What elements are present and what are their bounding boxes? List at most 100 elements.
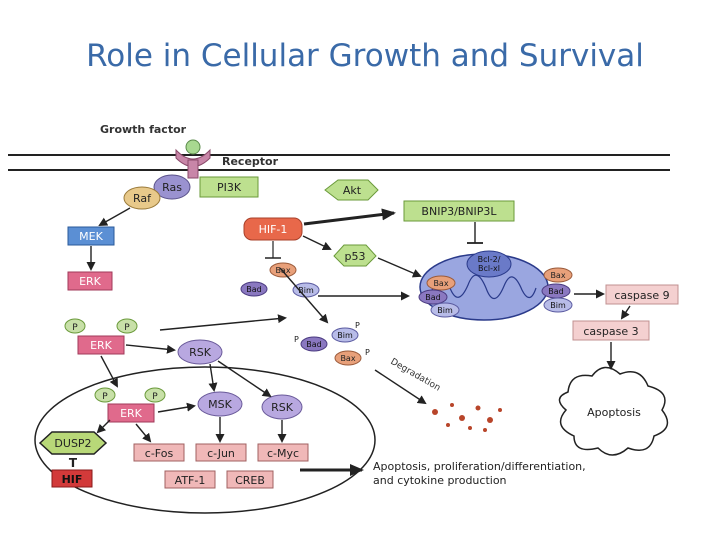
cjun-label: c-Jun (207, 447, 235, 460)
arrow-erk-cluster (159, 314, 287, 331)
rsk-label-1: RSK (189, 346, 212, 359)
arrow-erk-dusp2 (96, 419, 111, 434)
bad-node-2 (300, 336, 328, 352)
arrow-caspase9-caspase3 (620, 305, 631, 320)
ras-label: Ras (162, 181, 182, 194)
bax-node-2 (334, 350, 362, 366)
growth-factor-label: Growth factor (100, 123, 187, 136)
growth-factor-ligand (185, 139, 201, 155)
p-label-5: P (355, 321, 360, 330)
p-label-2: P (124, 323, 130, 333)
hif-label: HIF (62, 473, 83, 486)
p53-node (333, 244, 377, 267)
arrow-erk-erk3 (100, 355, 118, 388)
erk-node-2 (77, 335, 125, 355)
bcl2-node (466, 250, 512, 278)
cfos-label: c-Fos (145, 447, 174, 460)
degradation-fragments (432, 403, 502, 432)
creb-node (226, 470, 274, 489)
arrow-erk3-msk (157, 402, 196, 413)
receptor-label: Receptor (222, 155, 279, 168)
cmyc-label: c-Myc (267, 447, 299, 460)
bad-label-2: Bad (306, 340, 321, 349)
arrow-raf-mek (98, 207, 131, 226)
bcl2-label: Bcl-2/ (478, 255, 501, 264)
pi3k-node (199, 176, 259, 198)
raf-label: Raf (133, 192, 152, 205)
akt-node (324, 179, 379, 201)
bad-label-4: Bad (548, 287, 563, 296)
bim-node-2 (331, 327, 359, 343)
atf1-node (164, 470, 216, 489)
dusp2-node (38, 431, 108, 455)
rsk-label-2: RSK (271, 401, 294, 414)
arrow-rsk-msk (208, 363, 218, 392)
bad-node-3 (418, 289, 448, 305)
hif1-node (243, 217, 303, 241)
p-label-6: P (294, 335, 299, 344)
cjun-node (195, 443, 247, 462)
arrow-cluster-degradation (374, 369, 427, 405)
p-label-3: P (102, 392, 108, 402)
bax-label-3: Bax (433, 279, 448, 288)
arrow-rsk-rsk2 (217, 360, 272, 398)
bax-node-1 (269, 262, 297, 278)
caspase3-label: caspase 3 (583, 325, 638, 338)
arrow-hif1-p53 (302, 235, 332, 251)
p53-label: p53 (345, 250, 366, 263)
page-title: Role in Cellular Growth and Survival (86, 38, 644, 74)
bad-label-1: Bad (246, 285, 261, 294)
caspase9-node (605, 284, 679, 305)
p-node-1 (64, 318, 86, 334)
ras-node (153, 174, 191, 200)
erk-node-1 (67, 271, 113, 291)
arrow-hif1-cluster (279, 267, 329, 324)
pi3k-label: PI3K (217, 181, 242, 194)
arrow-hif1-bnip3 (303, 208, 396, 226)
arrow-p53-mito (377, 257, 422, 278)
raf-node (123, 186, 161, 210)
bclxl-label: Bcl-xl (478, 264, 500, 273)
bax-node-3 (426, 275, 456, 291)
msk-node (197, 391, 243, 417)
erk-label-3: ERK (120, 407, 143, 420)
bim-label-1: Bim (298, 286, 314, 295)
cfos-node (133, 443, 185, 462)
caspase3-node (572, 320, 650, 341)
p-label-7: P (365, 348, 370, 357)
bax-label-4: Bax (550, 271, 565, 280)
p-node-4 (144, 387, 166, 403)
atf1-label: ATF-1 (175, 474, 206, 487)
mek-label: MEK (79, 230, 103, 243)
apoptosis-label: Apoptosis (587, 406, 641, 419)
creb-label: CREB (235, 474, 265, 487)
p-node-2 (116, 318, 138, 334)
outcome-text-line1: Apoptosis, proliferation/differentiation… (373, 460, 586, 473)
hif1-label: HIF-1 (259, 223, 288, 236)
akt-label: Akt (343, 184, 362, 197)
rsk-node-1 (177, 339, 223, 365)
p-label-4: P (152, 392, 158, 402)
nucleus-oval (34, 366, 376, 514)
bax-node-4 (543, 267, 573, 283)
inhibit-t-label: T (69, 456, 78, 470)
receptor-stem (187, 159, 199, 179)
receptor-shape (175, 148, 211, 167)
bnip3-label: BNIP3/BNIP3L (421, 205, 497, 218)
bim-node-3 (430, 302, 460, 318)
outcome-text-line2: and cytokine production (373, 474, 507, 487)
erk-node-3 (107, 403, 155, 423)
bax-label-2: Bax (340, 354, 355, 363)
bim-label-3: Bim (437, 306, 453, 315)
bad-node-1 (240, 281, 268, 297)
msk-label: MSK (208, 398, 232, 411)
bim-node-4 (543, 297, 573, 313)
arrow-erk-rsk (125, 344, 176, 354)
dusp2-label: DUSP2 (54, 437, 91, 450)
rsk-node-2 (261, 394, 303, 420)
mek-node (67, 226, 115, 246)
erk-label-1: ERK (79, 275, 102, 288)
bad-label-3: Bad (425, 293, 440, 302)
p-node-3 (94, 387, 116, 403)
